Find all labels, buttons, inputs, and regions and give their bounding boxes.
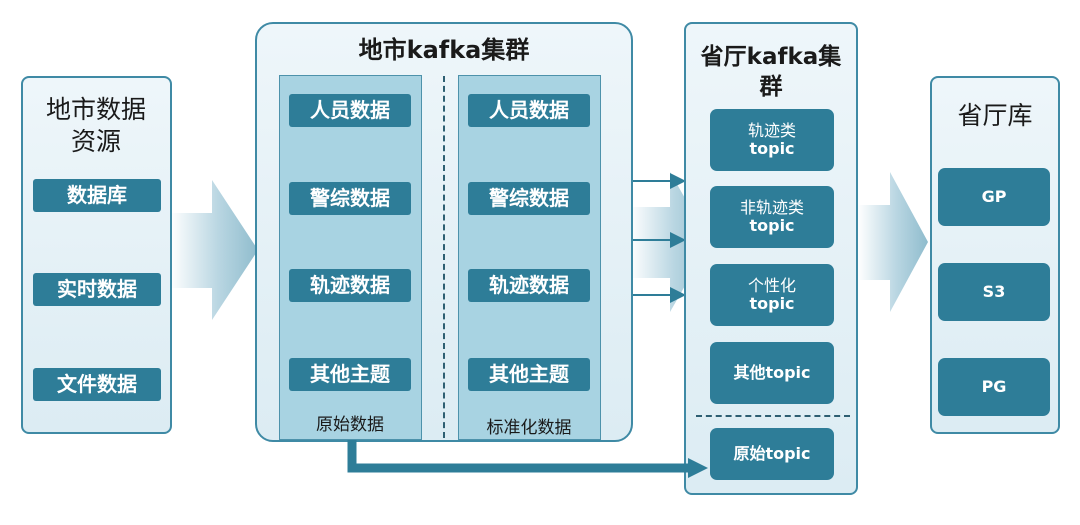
big-arrow-left [170, 180, 258, 320]
raw-item-person: 人员数据 [289, 94, 411, 127]
topic-raw: 原始topic [710, 428, 834, 480]
standardized-data-label: 标准化数据 [486, 418, 572, 438]
source-item-database: 数据库 [33, 179, 161, 212]
topic-non-track: 非轨迹类 topic [710, 186, 834, 248]
std-item-track: 轨迹数据 [468, 269, 590, 302]
topic-other-name: 其他topic [733, 362, 811, 382]
raw-item-other: 其他主题 [289, 358, 411, 391]
db-pg: PG [938, 358, 1050, 416]
raw-item-police: 警综数据 [289, 182, 411, 215]
topic-non-track-name: 非轨迹类 [739, 197, 804, 217]
city-source-title: 地市数据资源 [45, 95, 146, 156]
standardized-data-column: 人员数据 警综数据 轨迹数据 其他主题 标准化数据 [458, 75, 601, 440]
province-kafka-panel: 省厅kafka集群 轨迹类 topic 非轨迹类 topic 个性化 topic… [684, 22, 858, 495]
city-source-panel: 地市数据资源 数据库 实时数据 文件数据 [21, 76, 172, 434]
std-item-other: 其他主题 [468, 358, 590, 391]
province-kafka-title: 省厅kafka集群 [700, 44, 842, 100]
raw-data-label: 原始数据 [316, 415, 384, 435]
topic-track-suffix: topic [749, 139, 795, 158]
topic-divider [696, 415, 850, 417]
db-s3: S3 [938, 263, 1050, 321]
source-item-files: 文件数据 [33, 368, 161, 401]
topic-non-track-suffix: topic [749, 216, 795, 235]
province-db-title: 省厅库 [957, 101, 1033, 130]
topic-other: 其他topic [710, 342, 834, 404]
topic-track-name: 轨迹类 [747, 120, 796, 140]
raw-item-track: 轨迹数据 [289, 269, 411, 302]
topic-personalized-suffix: topic [749, 294, 795, 313]
province-db-panel: 省厅库 GP S3 PG [930, 76, 1060, 434]
column-divider [443, 76, 445, 438]
big-arrow-right [858, 172, 928, 312]
source-item-realtime: 实时数据 [33, 273, 161, 306]
topic-personalized-name: 个性化 [747, 275, 796, 295]
topic-track: 轨迹类 topic [710, 109, 834, 171]
raw-data-column: 人员数据 警综数据 轨迹数据 其他主题 原始数据 [279, 75, 422, 440]
std-item-person: 人员数据 [468, 94, 590, 127]
city-kafka-panel: 地市kafka集群 人员数据 警综数据 轨迹数据 其他主题 原始数据 人员数据 … [255, 22, 633, 442]
topic-personalized: 个性化 topic [710, 264, 834, 326]
std-item-police: 警综数据 [468, 182, 590, 215]
db-gp: GP [938, 168, 1050, 226]
city-kafka-title: 地市kafka集群 [358, 36, 530, 64]
